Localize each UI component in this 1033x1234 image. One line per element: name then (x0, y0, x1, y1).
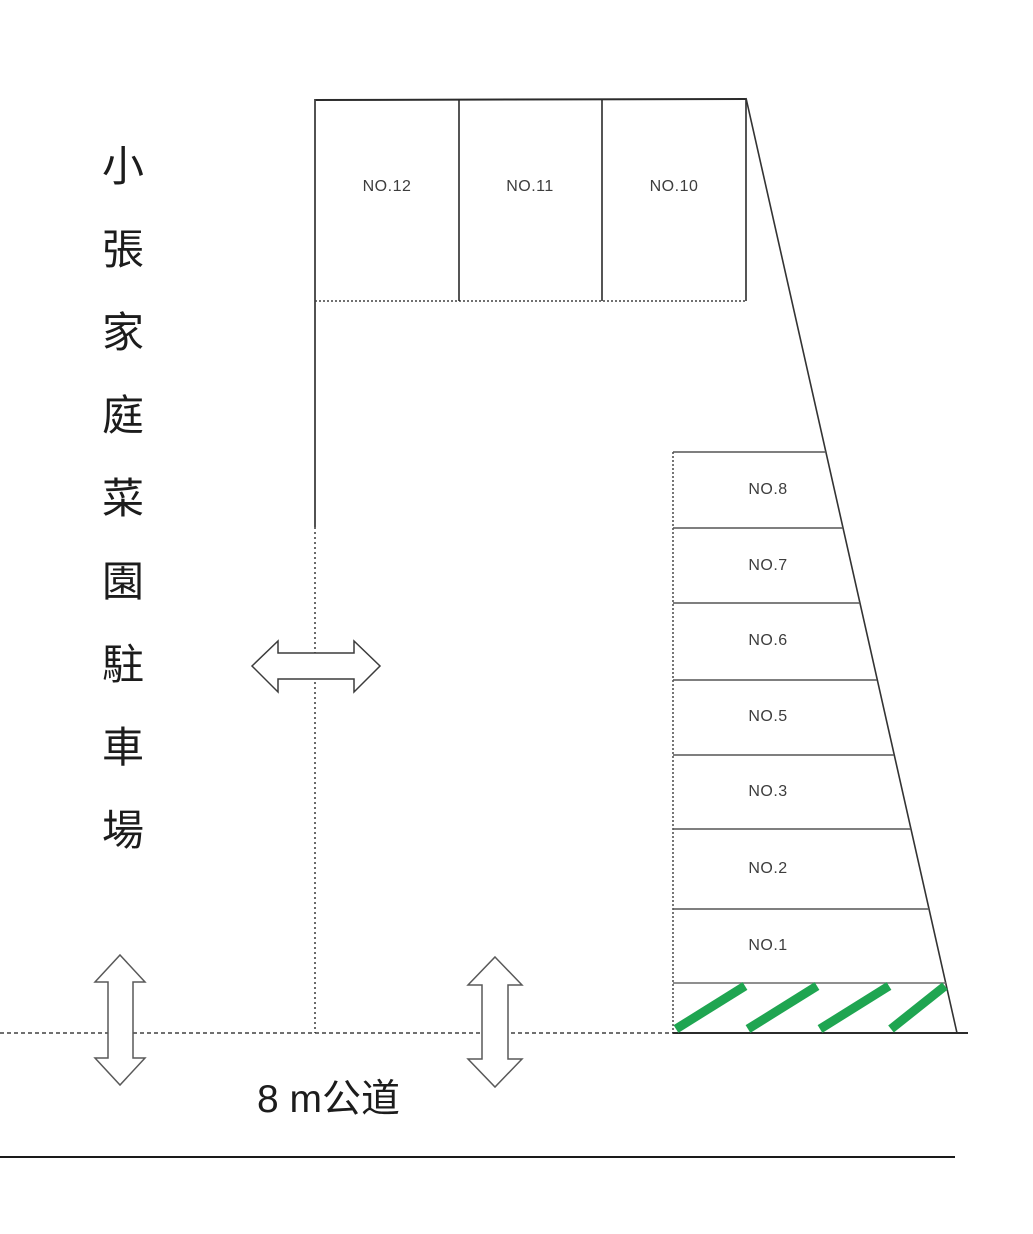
stall-label-no11: NO.11 (506, 178, 554, 195)
hatch-stripe-1 (673, 982, 748, 1033)
hatch-stripe-4 (888, 982, 948, 1033)
road-label: 8 m公道 (257, 1078, 401, 1121)
diagonal-right-boundary (745, 97, 958, 1034)
horizontal-double-arrow-icon (250, 639, 382, 694)
stall-label-no6: NO.6 (748, 632, 788, 649)
vertical-double-arrow-right-icon (466, 955, 524, 1089)
stall-label-no5: NO.5 (748, 708, 788, 725)
stall-label-no7: NO.7 (748, 557, 788, 574)
stall-label-no1: NO.1 (748, 937, 788, 954)
stall-label-no2: NO.2 (748, 860, 788, 877)
green-hatch-group (673, 982, 948, 1033)
stall-label-no10: NO.10 (649, 178, 699, 195)
vertical-double-arrow-left-icon (93, 953, 147, 1087)
top-row-top-edge (314, 98, 747, 101)
stall-label-no12: NO.12 (362, 178, 412, 195)
hatch-stripe-2 (745, 982, 820, 1033)
hatch-stripe-3 (817, 982, 892, 1033)
stall-label-no3: NO.3 (748, 783, 788, 800)
site-title: 小張家庭菜園駐車場 (101, 143, 144, 854)
stall-label-no8: NO.8 (748, 481, 788, 498)
